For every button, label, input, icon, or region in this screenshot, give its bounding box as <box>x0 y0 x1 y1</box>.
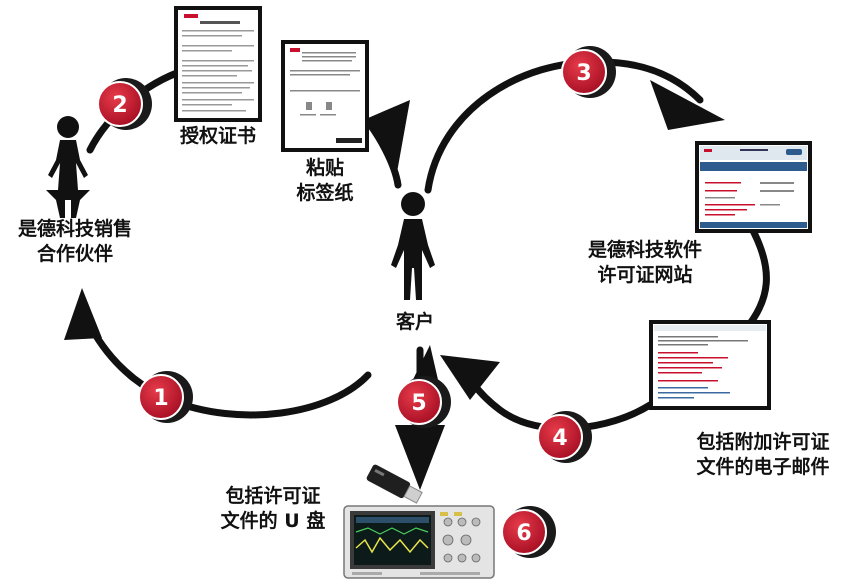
arrowhead-to-partner <box>64 288 102 340</box>
usb-stick-icon <box>366 464 423 504</box>
svg-text:5: 5 <box>411 391 426 416</box>
partner-label-line2: 合作伙伴 <box>36 243 113 265</box>
arrowhead-to-customer-bottom <box>440 355 500 400</box>
svg-text:2: 2 <box>112 93 127 118</box>
step-badges: 2 3 1 5 4 6 <box>97 46 616 558</box>
email-label-line2: 文件的电子邮件 <box>696 456 830 478</box>
partner-person-icon <box>46 116 90 218</box>
svg-text:1: 1 <box>153 386 168 411</box>
website-label-line1: 是德科技软件 <box>587 239 702 261</box>
email-document-icon <box>649 320 771 410</box>
website-label-line2: 许可证网站 <box>597 264 693 286</box>
usb-label-line1: 包括许可证 <box>225 485 321 507</box>
sticker-label-line1: 粘贴 <box>305 157 344 179</box>
step-badge-2: 2 <box>97 78 152 130</box>
step-badge-4: 4 <box>537 411 592 463</box>
svg-text:4: 4 <box>552 426 567 451</box>
oscilloscope-icon <box>343 505 495 579</box>
svg-text:6: 6 <box>516 521 531 546</box>
usb-label: 包括许可证 文件的 U 盘 <box>198 484 348 534</box>
curve-website-to-email <box>741 221 770 334</box>
sticker-document-icon <box>281 40 369 152</box>
sticker-label: 粘贴 标签纸 <box>275 156 375 206</box>
partner-label: 是德科技销售 合作伙伴 <box>0 217 150 267</box>
certificate-label: 授权证书 <box>179 125 256 147</box>
customer-label: 客户 <box>395 311 434 333</box>
arrowhead-to-customer-top <box>368 100 410 178</box>
email-label: 包括附加许可证 文件的电子邮件 <box>678 430 848 480</box>
svg-text:3: 3 <box>576 61 591 86</box>
curve-customer-to-partner <box>76 301 372 419</box>
sticker-label-line2: 标签纸 <box>296 182 354 204</box>
email-label-line1: 包括附加许可证 <box>696 431 830 453</box>
usb-label-line2: 文件的 U 盘 <box>220 510 326 532</box>
partner-label-line1: 是德科技销售 <box>17 218 132 240</box>
step-badge-6: 6 <box>501 506 556 558</box>
step-badge-5: 5 <box>396 376 451 428</box>
website-document-icon <box>695 141 812 233</box>
step-badge-1: 1 <box>138 371 193 423</box>
customer-person-icon <box>391 192 435 300</box>
certificate-document-icon <box>174 6 262 122</box>
arrowhead-to-usb <box>395 425 445 490</box>
arrowhead-to-website <box>650 80 725 130</box>
website-label: 是德科技软件 许可证网站 <box>570 238 720 288</box>
step-badge-3: 3 <box>561 46 616 98</box>
